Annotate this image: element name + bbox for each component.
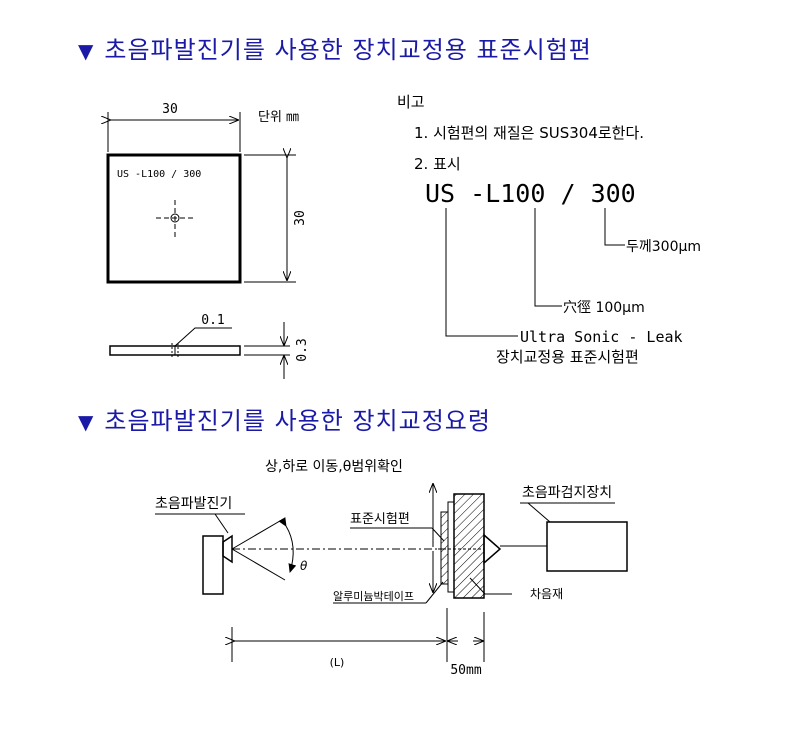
emitter-horn <box>222 534 233 564</box>
gap-label: 50mm <box>450 663 481 678</box>
section1-title: 초음파발진기를 사용한 장치교정용 표준시험편 <box>104 36 592 64</box>
shield-label: 차음재 <box>530 587 563 601</box>
section1-heading: ▼ 초음파발진기를 사용한 장치교정용 표준시험편 <box>78 30 592 65</box>
notes-block: 비고 1. 시험편의 재질은 SUS304로한다. 2. 표시 US -L100… <box>397 93 701 366</box>
triangle-down-icon: ▼ <box>78 410 95 434</box>
section2-title: 초음파발진기를 사용한 장치교정요령 <box>104 407 491 435</box>
move-instruction: 상,하로 이동,θ범위확인 <box>265 459 403 475</box>
height-dimension: 30 <box>293 210 308 226</box>
distance-label: (L) <box>330 656 345 669</box>
generator-label: 초음파발진기 <box>155 496 232 512</box>
specimen-assembly: 표준시험편 알루미늄박테이프 차음재 <box>333 484 563 604</box>
triangle-down-icon: ▼ <box>78 39 95 63</box>
standard-specimen <box>447 501 455 593</box>
thickness-dimension: 0.3 <box>295 338 310 361</box>
ultrasonic-detector: 초음파검지장치 <box>483 485 628 572</box>
hole-size-leader <box>534 208 562 307</box>
type-leader <box>445 208 518 337</box>
theta-symbol: θ <box>300 559 308 573</box>
distance-dimensions: (L) 50mm <box>232 608 485 678</box>
ultrasonic-generator: 초음파발진기 θ <box>155 496 308 595</box>
beam-cone-lower <box>231 548 286 581</box>
specimen-side-view: 0.1 0.3 <box>109 313 310 379</box>
thickness-leader <box>604 208 625 246</box>
thickness-callout: 두께300μm <box>626 239 701 255</box>
hole-dimension: 0.1 <box>201 313 224 328</box>
hole-center-mark <box>156 200 196 238</box>
tape-label: 알루미늄박테이프 <box>333 589 414 603</box>
theta-arc <box>278 517 297 573</box>
detector-label: 초음파검지장치 <box>522 485 612 501</box>
detector-probe <box>483 533 502 565</box>
type-callout: Ultra Sonic - Leak <box>520 328 683 346</box>
hole-leader <box>174 327 232 347</box>
section2-heading: ▼ 초음파발진기를 사용한 장치교정요령 <box>78 401 491 436</box>
generator-body <box>202 535 224 595</box>
specimen-square <box>106 153 242 284</box>
sound-absorber <box>453 493 485 599</box>
marking-code: US -L100 / 300 <box>425 179 636 208</box>
detector-body <box>546 521 628 572</box>
specimen-label: US -L100 / 300 <box>117 169 201 180</box>
aluminum-tape <box>440 511 449 585</box>
beam-cone-upper <box>231 517 286 550</box>
notes-title: 비고 <box>397 93 425 111</box>
width-dimension: 30 <box>162 102 178 117</box>
specimen-label: 표준시험편 <box>350 512 410 527</box>
note-material: 1. 시험편의 재질은 SUS304로한다. <box>414 124 644 142</box>
specimen-top-view: 30 단위 ㎜ US -L100 / 300 30 <box>106 102 308 284</box>
hole-size-callout: 穴徑 100μm <box>563 300 645 316</box>
unit-label: 단위 ㎜ <box>258 110 299 125</box>
type-subtitle: 장치교정용 표준시험편 <box>496 348 639 366</box>
note-marking: 2. 표시 <box>414 155 461 173</box>
